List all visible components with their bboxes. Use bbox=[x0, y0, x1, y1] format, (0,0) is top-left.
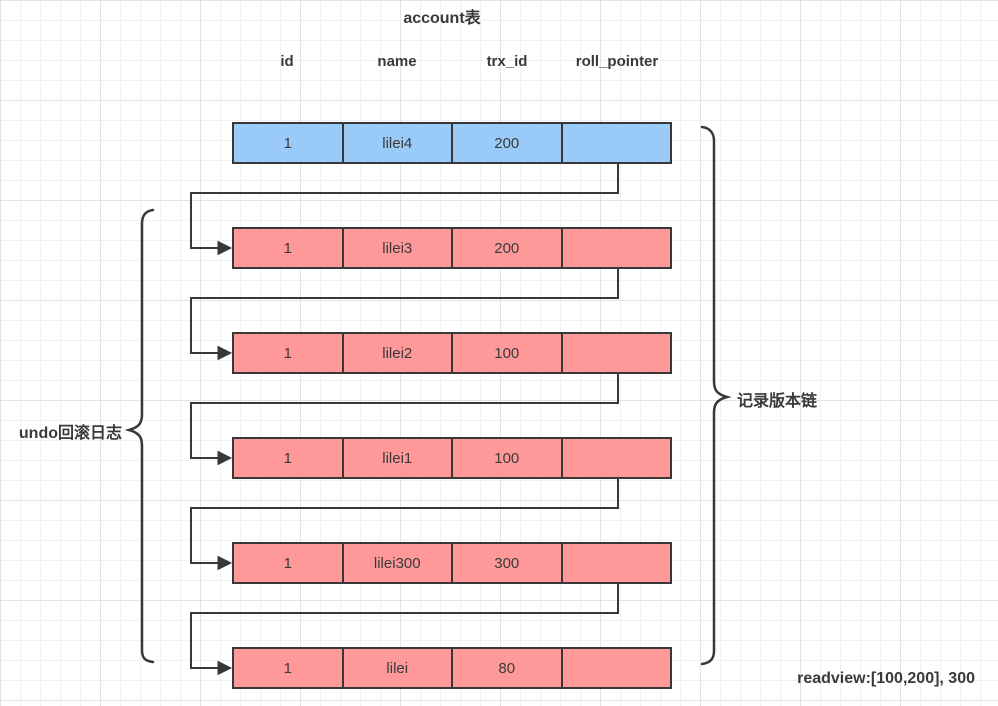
cell-roll-pointer bbox=[560, 229, 671, 267]
cell-trx-id: 300 bbox=[451, 544, 561, 582]
left-curly-brace bbox=[124, 208, 155, 664]
cell-name: lilei300 bbox=[341, 544, 452, 582]
cell-trx-id: 200 bbox=[451, 229, 561, 267]
arrowhead-icon bbox=[217, 240, 233, 256]
cell-name: lilei4 bbox=[341, 124, 452, 162]
readview-note: readview:[100,200], 300 bbox=[797, 670, 975, 687]
undo-log-row: 1 lilei300 300 bbox=[232, 542, 672, 584]
undo-log-row: 1 lilei1 100 bbox=[232, 437, 672, 479]
arrowhead-icon bbox=[217, 450, 233, 466]
column-header-trx_id: trx_id bbox=[486, 53, 528, 70]
cell-trx-id: 100 bbox=[451, 439, 561, 477]
cell-id: 1 bbox=[283, 134, 292, 152]
cell-trx-id: 100 bbox=[451, 334, 561, 372]
arrowhead-icon bbox=[217, 555, 233, 571]
arrowhead-icon bbox=[217, 660, 233, 676]
cell-trx-id: 200 bbox=[451, 124, 561, 162]
cell-id: 1 bbox=[283, 239, 292, 257]
right-curly-brace bbox=[700, 125, 732, 666]
cell-roll-pointer bbox=[560, 544, 671, 582]
cell-name: lilei3 bbox=[341, 229, 452, 267]
diagram-title: account表 bbox=[403, 10, 481, 27]
cell-id: 1 bbox=[283, 554, 292, 572]
version-chain-label: 记录版本链 bbox=[737, 393, 818, 410]
cell-name: lilei1 bbox=[341, 439, 452, 477]
cell-trx-id: 80 bbox=[451, 649, 561, 687]
column-header-name: name bbox=[377, 53, 417, 70]
cell-roll-pointer bbox=[560, 124, 671, 162]
undo-log-label: undo回滚日志 bbox=[18, 425, 122, 442]
undo-log-row: 1 lilei2 100 bbox=[232, 332, 672, 374]
column-header-roll_pointer: roll_pointer bbox=[575, 53, 659, 70]
cell-roll-pointer bbox=[560, 439, 671, 477]
account-table-row: 1 lilei4 200 bbox=[232, 122, 672, 164]
column-header-id: id bbox=[280, 53, 294, 70]
cell-name: lilei bbox=[341, 649, 452, 687]
cell-roll-pointer bbox=[560, 649, 671, 687]
cell-roll-pointer bbox=[560, 334, 671, 372]
cell-id: 1 bbox=[283, 449, 292, 467]
undo-log-row: 1 lilei3 200 bbox=[232, 227, 672, 269]
cell-id: 1 bbox=[283, 659, 292, 677]
undo-log-row: 1 lilei 80 bbox=[232, 647, 672, 689]
cell-id: 1 bbox=[283, 344, 292, 362]
cell-name: lilei2 bbox=[341, 334, 452, 372]
arrowhead-icon bbox=[217, 345, 233, 361]
